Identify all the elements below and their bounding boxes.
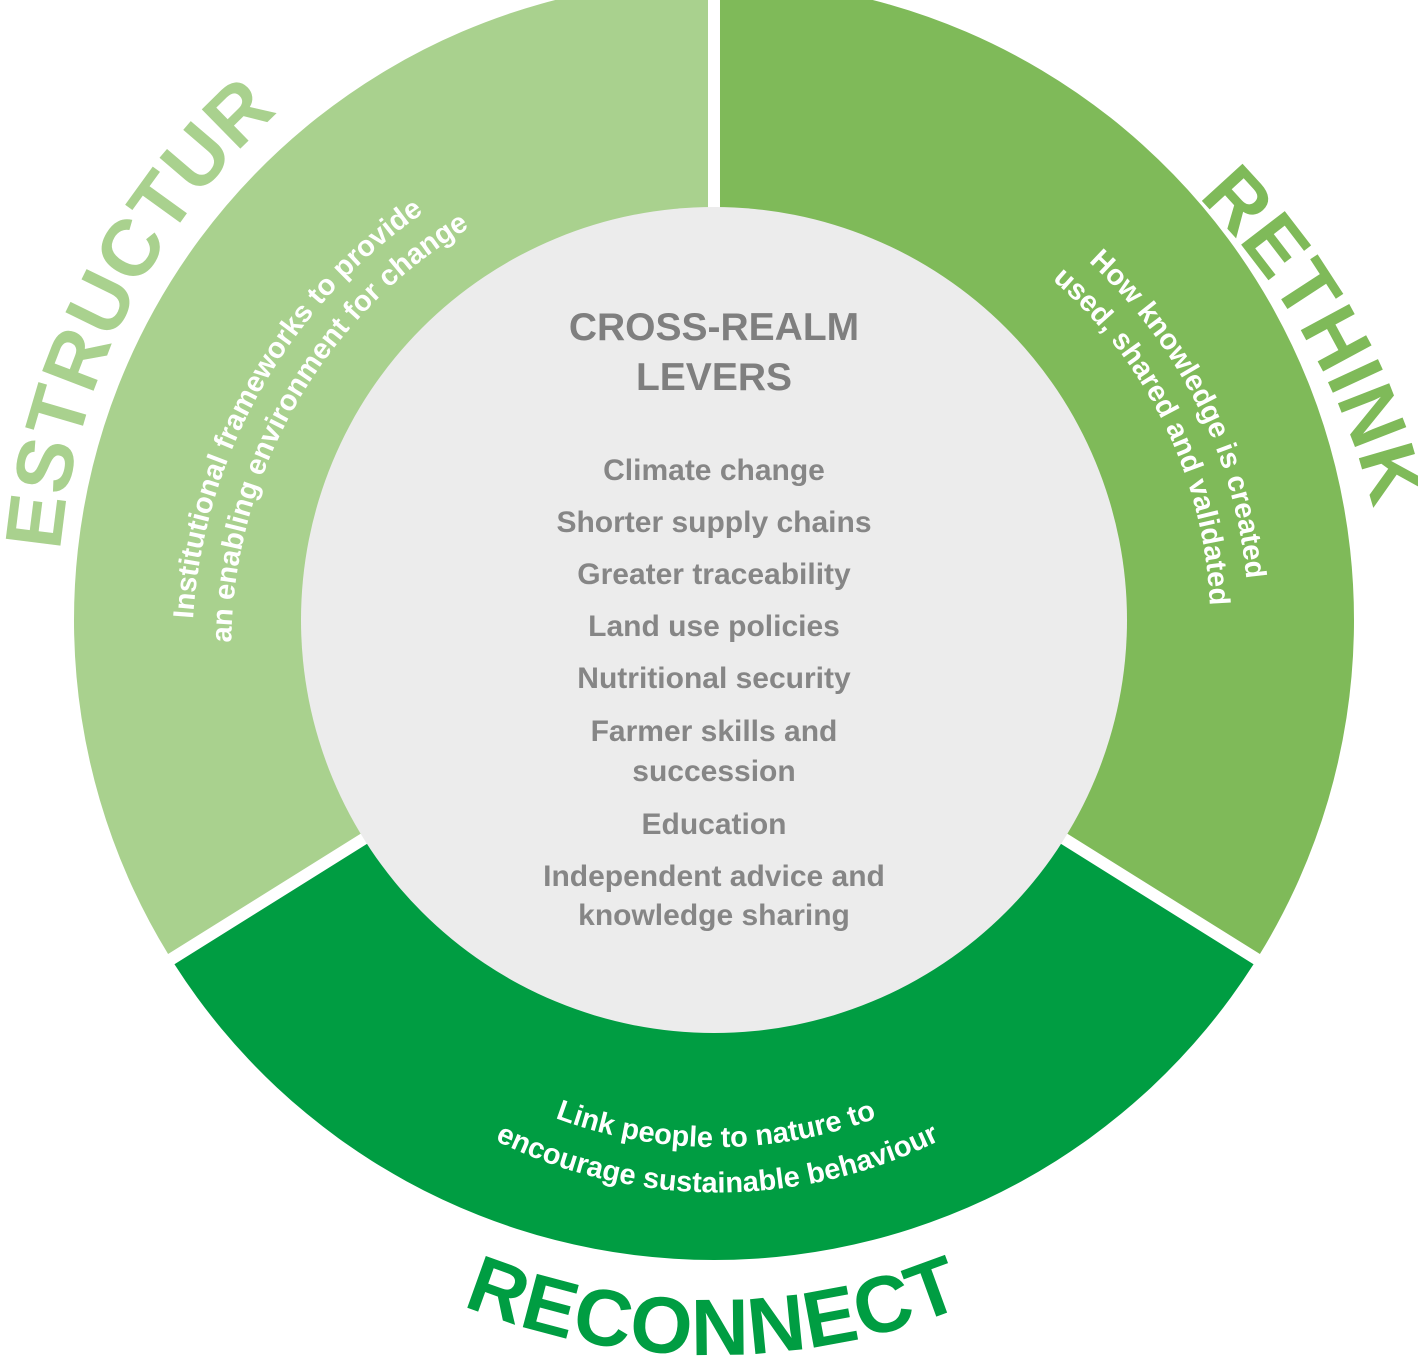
lever-item: Farmer skills and (591, 715, 838, 748)
lever-item: Education (641, 808, 786, 841)
center-text-group: CROSS-REALM LEVERS Climate change Shorte… (543, 306, 885, 932)
lever-item: Nutritional security (577, 662, 851, 695)
rethink-segment (720, 0, 1355, 955)
lever-item: Independent advice and (543, 860, 885, 893)
center-title-line1: CROSS-REALM (569, 306, 859, 349)
lever-item: Climate change (603, 454, 825, 487)
center-title-line2: LEVERS (636, 356, 792, 399)
lever-item: knowledge sharing (578, 899, 850, 932)
lever-item: Shorter supply chains (556, 506, 871, 539)
lever-item: succession (632, 755, 795, 788)
lever-item: Land use policies (588, 610, 840, 643)
reconnect-segment (174, 839, 1254, 1260)
center-circle (301, 207, 1127, 1033)
lever-item: Greater traceability (577, 558, 851, 591)
restructure-segment (74, 0, 708, 955)
